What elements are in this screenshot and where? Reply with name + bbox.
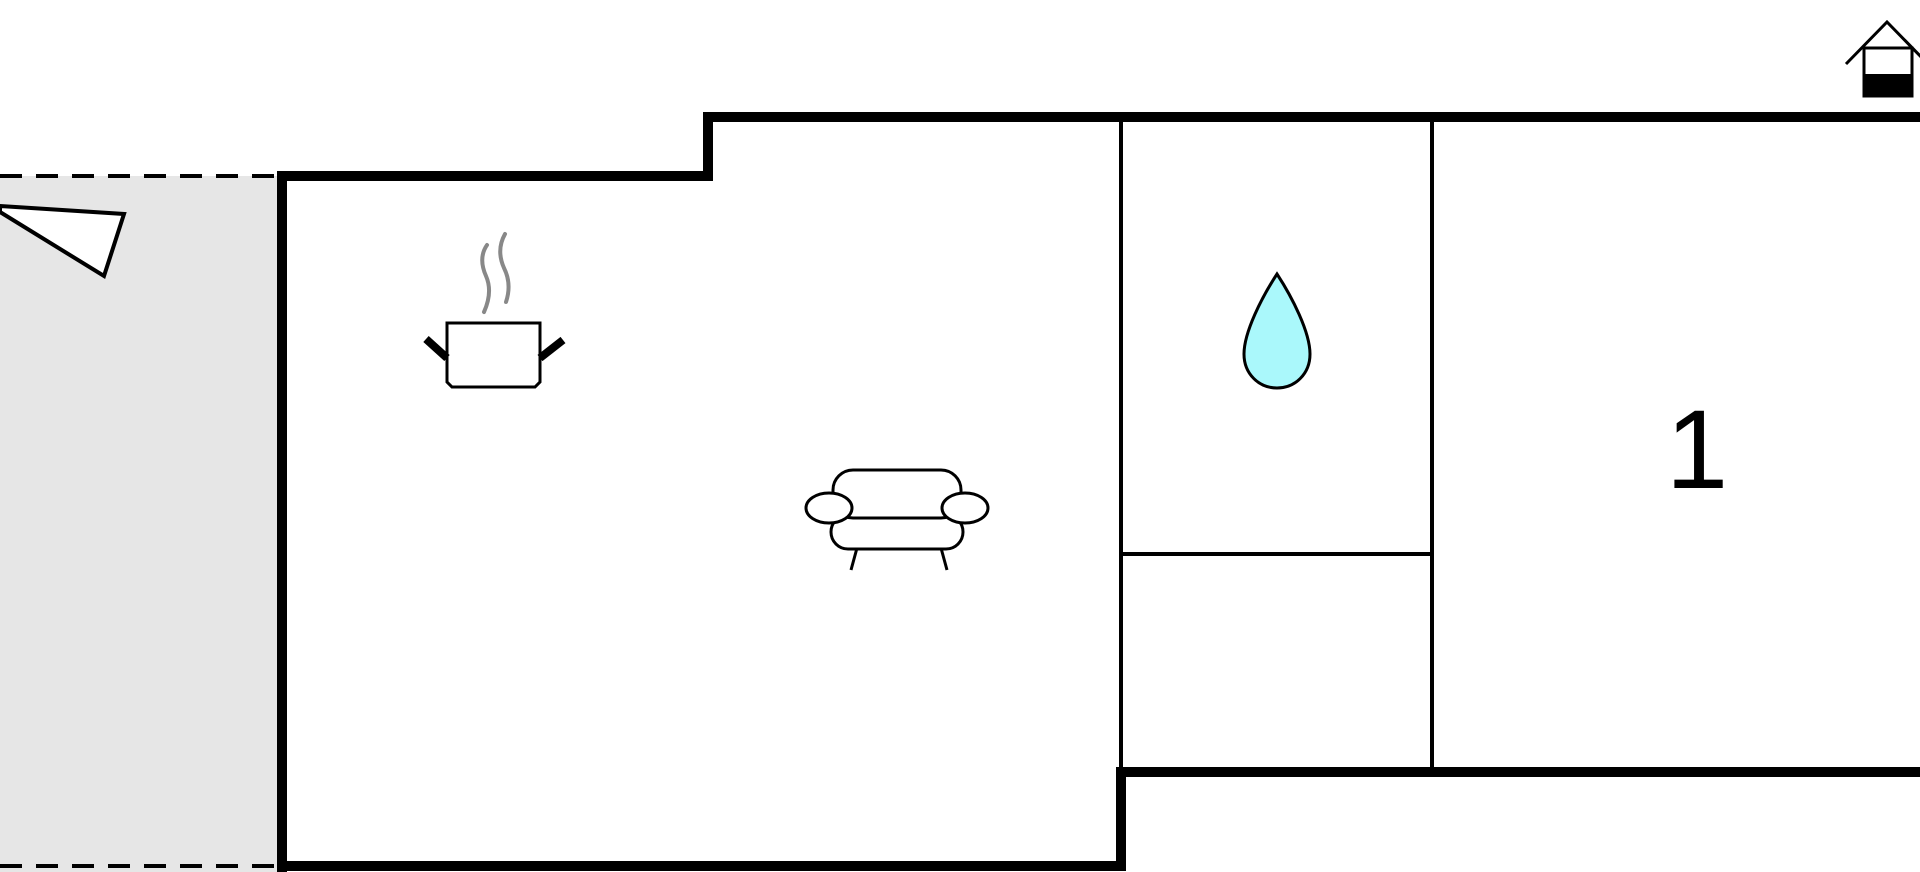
cooking-pot-icon (423, 232, 566, 389)
outer-wall-main (277, 112, 1920, 872)
pot-handle-right (537, 336, 566, 362)
sofa-armrest-left (804, 491, 854, 525)
sofa-seat (829, 513, 965, 551)
house-roof (1844, 19, 1920, 66)
terrace-area (0, 176, 280, 872)
house-door-fill (1864, 74, 1912, 96)
walls (277, 112, 1920, 872)
bedroom-number-label: 1 (1666, 387, 1728, 512)
house-entrance-icon (1844, 19, 1920, 98)
terrace (0, 174, 280, 872)
steam-lines (480, 232, 511, 314)
water-drop-icon (1242, 271, 1312, 390)
pot-body (445, 321, 542, 389)
sun-lounger-icon (0, 203, 127, 280)
sofa-armrest-right (940, 491, 990, 525)
outer-wall-bottom (282, 767, 1920, 871)
sofa-leg-right (939, 547, 949, 571)
sofa-icon (804, 468, 990, 571)
sofa-leg-left (849, 547, 859, 571)
pot-handle-left (423, 336, 450, 361)
